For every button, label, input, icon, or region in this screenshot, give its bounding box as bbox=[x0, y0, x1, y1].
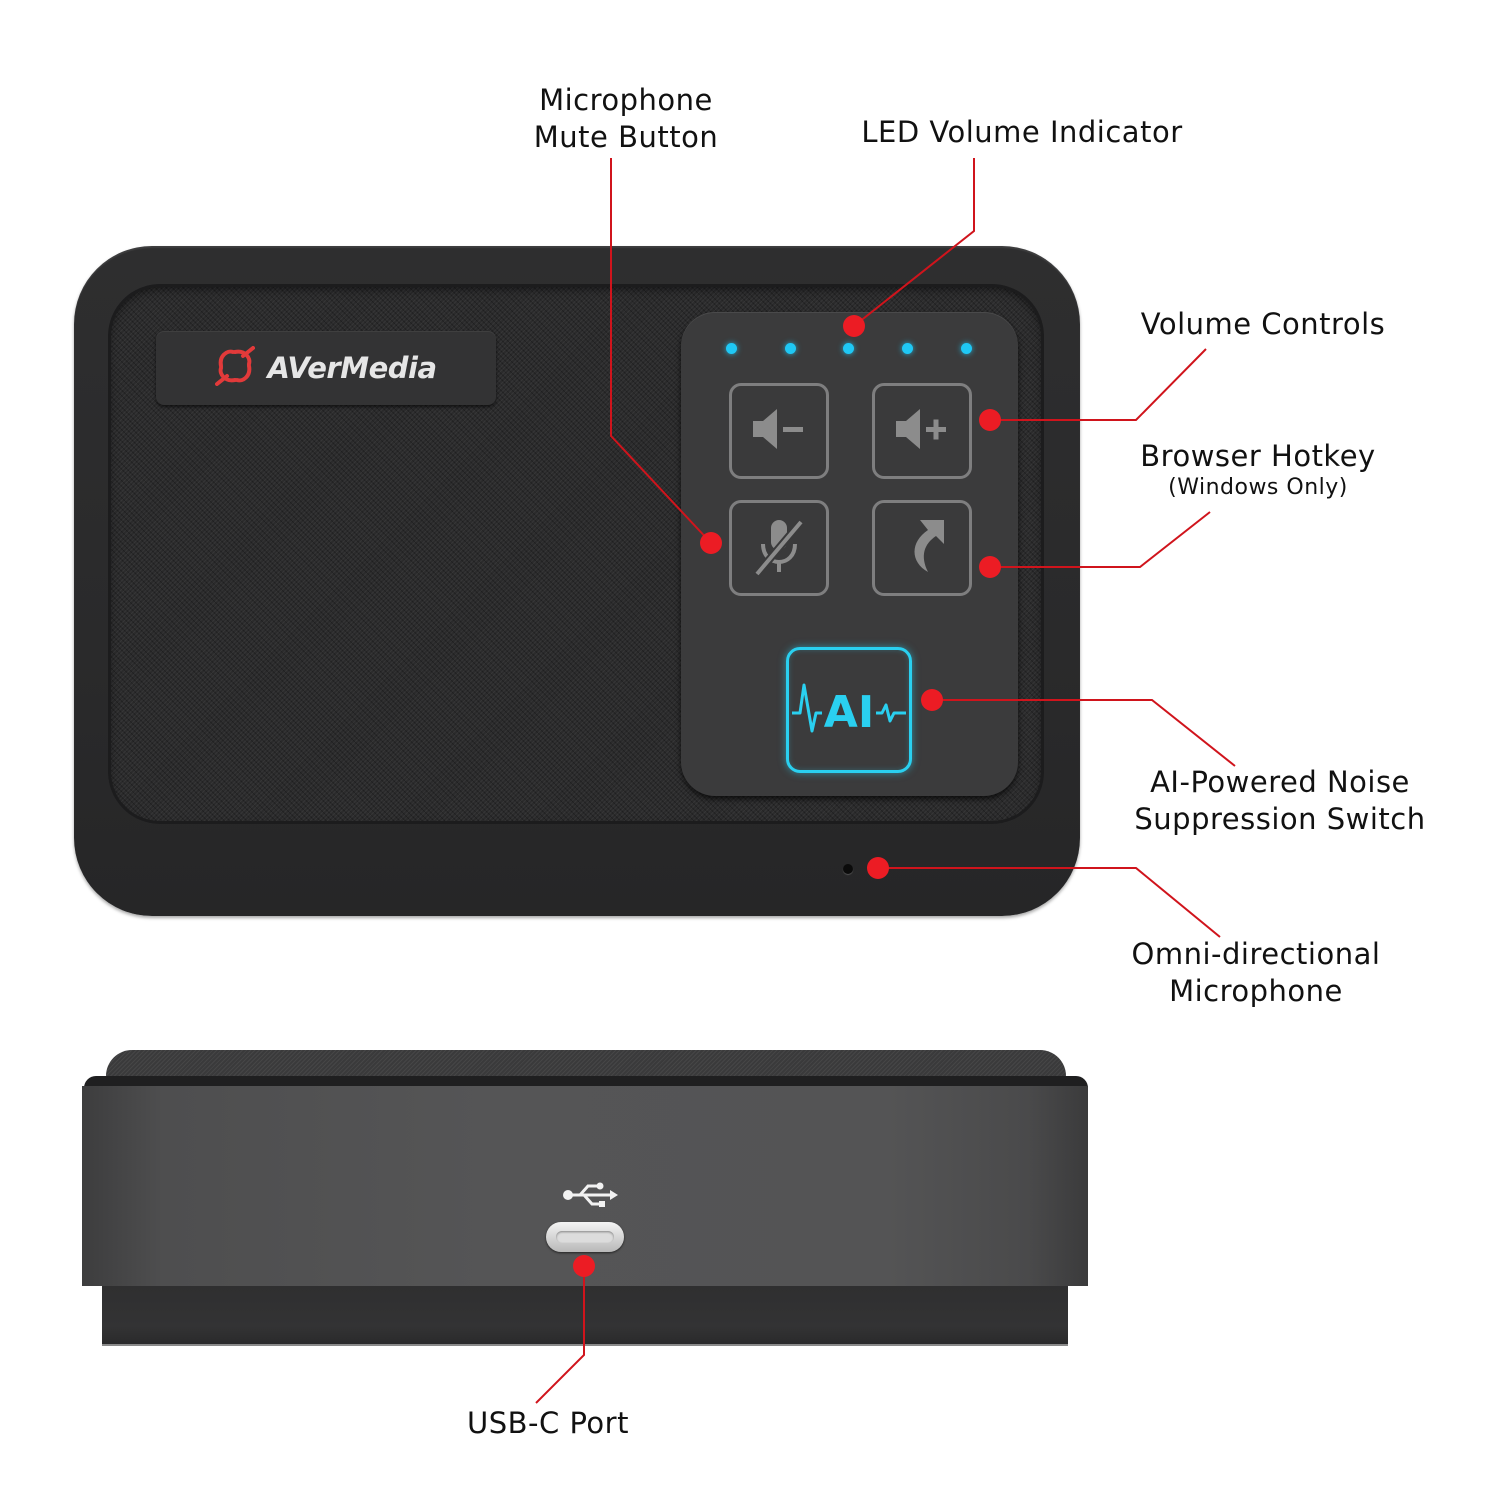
heartbeat-wave-icon: AI bbox=[792, 683, 906, 738]
callout-text: Browser Hotkey bbox=[1140, 439, 1376, 473]
callout-dot-led-volume bbox=[843, 315, 865, 337]
speakerphone-side-view bbox=[82, 1086, 1088, 1286]
led-volume-dot-3 bbox=[843, 343, 854, 354]
callout-label-ai-noise: AI-Powered Noise Suppression Switch bbox=[1100, 764, 1460, 838]
callout-text: Volume Controls bbox=[1140, 307, 1386, 341]
brand-logo-plate: AVerMedia bbox=[156, 331, 496, 405]
callout-label-usb-c: USB-C Port bbox=[438, 1405, 658, 1442]
svg-text:AI: AI bbox=[824, 687, 874, 738]
usb-c-port-opening bbox=[556, 1231, 614, 1243]
callout-subtext: (Windows Only) bbox=[1168, 475, 1348, 500]
usb-icon bbox=[562, 1182, 618, 1213]
avermedia-swirl-logo-icon bbox=[215, 345, 256, 391]
led-volume-dot-5 bbox=[961, 343, 972, 354]
volume-up-button[interactable] bbox=[872, 383, 972, 479]
callout-text: USB-C Port bbox=[467, 1406, 629, 1440]
browser-hotkey-button[interactable] bbox=[872, 500, 972, 596]
callout-label-volume-controls: Volume Controls bbox=[1110, 306, 1416, 343]
callout-dot-browser-hotkey bbox=[979, 556, 1001, 578]
callout-label-browser-hotkey: Browser Hotkey (Windows Only) bbox=[1108, 438, 1408, 501]
speaker-plus-icon bbox=[892, 406, 952, 457]
led-volume-dot-1 bbox=[726, 343, 737, 354]
callout-text: Mute Button bbox=[533, 120, 719, 154]
callout-dot-volume-controls bbox=[979, 409, 1001, 431]
omni-microphone-hole bbox=[843, 864, 853, 874]
usb-c-port bbox=[546, 1222, 624, 1252]
brand-logo-text: AVerMedia bbox=[267, 351, 437, 385]
callout-text: Microphone bbox=[539, 83, 713, 117]
callout-text: Omni-directional bbox=[1131, 937, 1381, 971]
microphone-muted-icon bbox=[751, 514, 807, 583]
volume-down-button[interactable] bbox=[729, 383, 829, 479]
speaker-minus-icon bbox=[749, 406, 809, 457]
callout-dot-omni-mic bbox=[867, 857, 889, 879]
callout-dot-mic-mute bbox=[700, 532, 722, 554]
side-view-rim bbox=[84, 1076, 1088, 1088]
share-arrow-icon bbox=[896, 516, 948, 581]
callout-text: Microphone bbox=[1169, 974, 1343, 1008]
callout-label-led-volume: LED Volume Indicator bbox=[822, 114, 1222, 151]
callout-text: LED Volume Indicator bbox=[861, 115, 1183, 149]
microphone-mute-button[interactable] bbox=[729, 500, 829, 596]
callout-dot-ai-noise bbox=[921, 689, 943, 711]
callout-dot-usb-c bbox=[573, 1255, 595, 1277]
callout-label-omni-mic: Omni-directional Microphone bbox=[1096, 936, 1416, 1010]
led-volume-dot-4 bbox=[902, 343, 913, 354]
callout-text: Suppression Switch bbox=[1134, 802, 1426, 836]
callout-label-mic-mute: Microphone Mute Button bbox=[486, 82, 766, 156]
side-view-base bbox=[102, 1286, 1068, 1346]
ai-noise-suppression-button[interactable]: AI bbox=[786, 647, 912, 773]
side-view-top-fabric bbox=[106, 1050, 1066, 1080]
led-volume-dot-2 bbox=[785, 343, 796, 354]
callout-text: AI-Powered Noise bbox=[1150, 765, 1410, 799]
